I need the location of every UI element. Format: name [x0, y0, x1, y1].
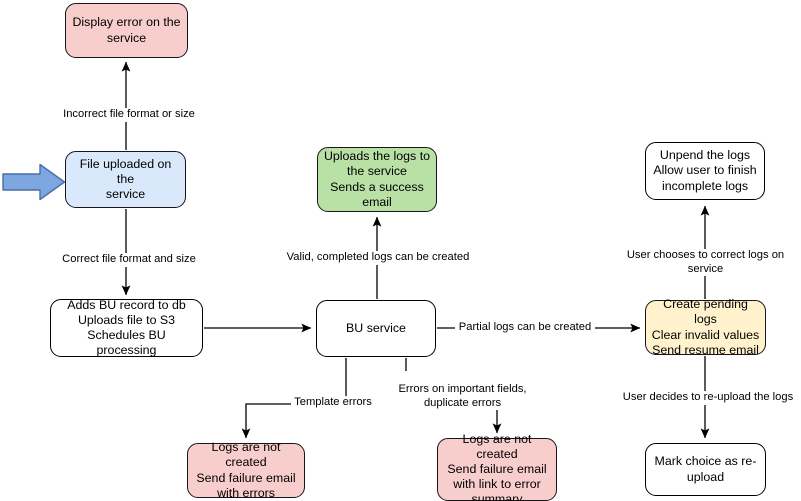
- node-logs-not-created-errors[interactable]: Logs are not created Send failure email …: [437, 432, 557, 501]
- edge-label-partial-logs: Partial logs can be created: [455, 321, 595, 335]
- start-arrow: [2, 163, 66, 201]
- node-adds-bu-record[interactable]: Adds BU record to db Uploads file to S3 …: [50, 298, 203, 357]
- node-bu-service[interactable]: BU service: [316, 300, 436, 357]
- edge-label-user-decides-reupload: User decides to re-upload the logs: [620, 391, 796, 405]
- edge-label-valid-completed-logs: Valid, completed logs can be created: [283, 251, 473, 265]
- node-create-pending-logs[interactable]: Create pending logs Clear invalid values…: [645, 297, 766, 357]
- node-mark-choice-reupload[interactable]: Mark choice as re- upload: [645, 443, 766, 496]
- edge-label-correct-file-format: Correct file format and size: [58, 253, 200, 267]
- edge-label-template-errors: Template errors: [291, 396, 375, 410]
- edge-label-errors-important-fields: Errors on important fields, duplicate er…: [392, 383, 533, 411]
- node-unpend-logs[interactable]: Unpend the logs Allow user to finish inc…: [645, 142, 765, 200]
- edge-label-incorrect-file-format: Incorrect file format or size: [57, 108, 201, 122]
- node-logs-not-created-template[interactable]: Logs are not created Send failure email …: [187, 440, 305, 500]
- node-uploads-logs[interactable]: Uploads the logs to the service Sends a …: [317, 147, 437, 212]
- node-file-uploaded[interactable]: File uploaded on the service: [65, 151, 186, 208]
- node-display-error[interactable]: Display error on the service: [65, 3, 188, 58]
- edge-label-user-chooses-correct: User chooses to correct logs on service: [606, 249, 801, 277]
